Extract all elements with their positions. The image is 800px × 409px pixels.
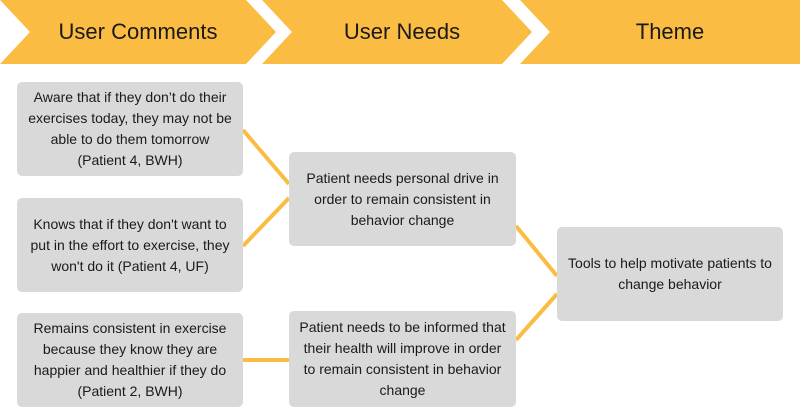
connector-need1-theme [514, 224, 559, 278]
chevron-theme [520, 0, 800, 64]
connector-comment1-need1 [241, 128, 291, 186]
comment-text-2: Knows that if they don't want to put in … [30, 215, 230, 274]
comment-box-3: Remains consistent in exercise because t… [17, 313, 243, 407]
chevron-user-comments [0, 0, 276, 64]
connector-comment2-need1 [241, 196, 291, 248]
comment-box-1: Aware that if they don’t do their exerci… [17, 82, 243, 176]
comment-text-1: Aware that if they don’t do their exerci… [28, 89, 232, 168]
chevron-user-needs [262, 0, 532, 64]
need-text-1: Patient needs personal drive in order to… [306, 169, 499, 228]
comment-box-2: Knows that if they don't want to put in … [17, 198, 243, 292]
theme-box: Tools to help motivate patients to chang… [557, 227, 783, 321]
need-box-2: Patient needs to be informed that their … [289, 311, 516, 407]
theme-text: Tools to help motivate patients to chang… [568, 255, 772, 292]
connector-need2-theme [514, 292, 559, 342]
need-box-1: Patient needs personal drive in order to… [289, 152, 516, 246]
need-text-2: Patient needs to be informed that their … [299, 319, 506, 398]
comment-text-3: Remains consistent in exercise because t… [33, 320, 227, 399]
